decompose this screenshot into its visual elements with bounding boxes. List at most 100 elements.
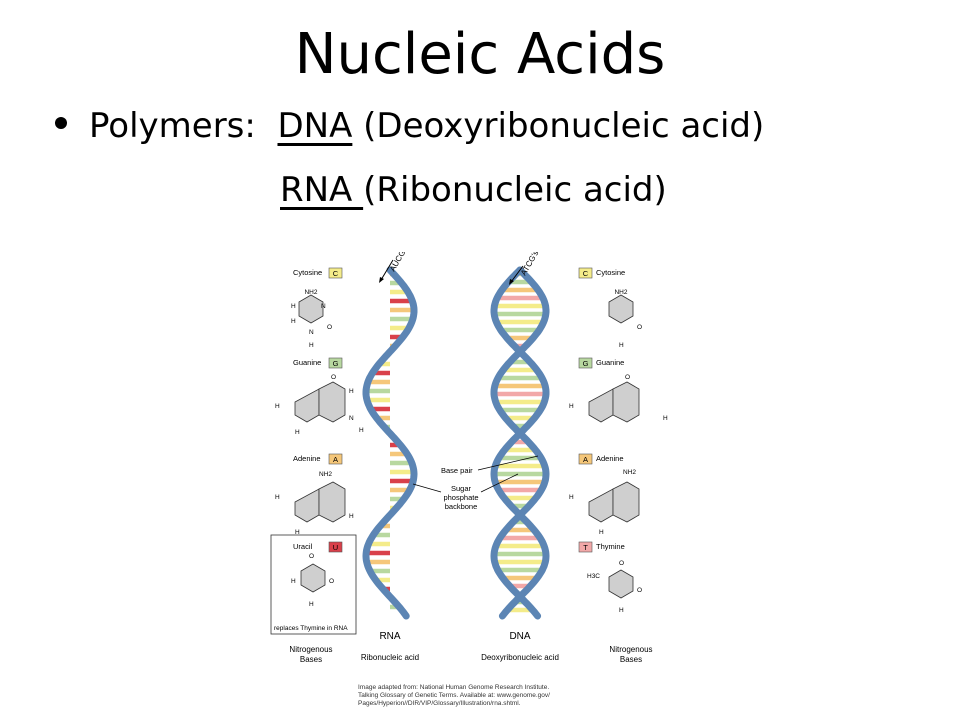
bullet-polymers: Polymers: DNA (Deoxyribonucleic acid)	[55, 106, 764, 146]
svg-text:Nitrogenous: Nitrogenous	[609, 645, 652, 654]
dna-full-label: Deoxyribonucleic acid	[481, 653, 559, 662]
uracil-box: Uracil U O H O H replaces Thymine in RNA	[270, 534, 357, 635]
right-adenine: A Adenine NH2 H H	[569, 453, 640, 536]
svg-text:Nitrogenous: Nitrogenous	[289, 645, 332, 654]
adenine-structure-left: NH2 H H H	[275, 471, 354, 536]
left-adenine-name: Adenine	[293, 454, 321, 463]
svg-text:H3C: H3C	[587, 573, 600, 580]
dna-helix-backbone	[490, 266, 550, 620]
svg-text:H: H	[295, 529, 300, 536]
svg-text:NH2: NH2	[319, 471, 332, 478]
svg-text:H: H	[359, 427, 364, 434]
svg-text:NH2: NH2	[623, 469, 636, 476]
left-adenine: Adenine A NH2 H H H	[275, 453, 354, 536]
svg-text:N: N	[349, 415, 354, 422]
svg-text:NH2: NH2	[304, 289, 317, 296]
left-uracil-letter: U	[333, 543, 338, 552]
uracil-note: replaces Thymine in RNA	[274, 625, 348, 632]
left-guanine-letter: G	[333, 359, 339, 368]
svg-text:O: O	[619, 560, 624, 567]
thymine-structure: O H3C O H	[587, 560, 642, 614]
svg-text:H: H	[309, 342, 314, 349]
svg-text:H: H	[599, 529, 604, 536]
guanine-structure-left: O H H H N H	[275, 374, 364, 436]
svg-text:O: O	[331, 374, 336, 381]
left-guanine: Guanine G O H H H N H	[275, 357, 364, 436]
cytosine-structure-left: NH2 H H N N O H	[291, 289, 332, 349]
right-cytosine: C Cytosine NH2 H O	[578, 267, 642, 349]
left-cytosine-letter: C	[333, 269, 339, 278]
svg-text:O: O	[625, 374, 630, 381]
dna-rna-diagram: AUCG's ATCG's Cytosine C NH2 H H N N O H…	[270, 252, 668, 664]
svg-text:H: H	[295, 429, 300, 436]
rna-base-pairs	[366, 271, 414, 610]
base-pair-label: Base pair	[441, 466, 473, 475]
left-cytosine-name: Cytosine	[293, 268, 322, 277]
dna-base-pairs	[494, 271, 546, 613]
left-adenine-letter: A	[333, 455, 338, 464]
svg-text:backbone: backbone	[445, 502, 478, 511]
base-pair-callout: Base pair	[441, 455, 539, 475]
rna-abbreviation: RNA	[280, 170, 364, 210]
svg-text:H: H	[569, 403, 574, 410]
svg-text:Bases: Bases	[620, 655, 642, 664]
svg-text:O: O	[637, 324, 642, 331]
dna-full-name: (Deoxyribonucleic acid)	[363, 106, 765, 146]
svg-text:N: N	[309, 329, 314, 336]
left-guanine-name: Guanine	[293, 358, 321, 367]
svg-text:O: O	[329, 578, 334, 585]
right-adenine-name: Adenine	[596, 454, 624, 463]
dna-abbreviation: DNA	[277, 106, 353, 146]
guanine-structure-right: O H H	[569, 374, 668, 423]
right-thymine-name: Thymine	[596, 542, 625, 551]
dna-arrow-label: ATCG's	[519, 252, 540, 277]
svg-text:O: O	[327, 324, 332, 331]
svg-text:O: O	[637, 587, 642, 594]
right-cytosine-name: Cytosine	[596, 268, 625, 277]
svg-text:H: H	[291, 303, 296, 310]
bullet-dot	[55, 117, 67, 129]
left-cytosine: Cytosine C NH2 H H N N O H	[291, 267, 343, 349]
svg-text:H: H	[569, 494, 574, 501]
svg-text:H: H	[663, 415, 668, 422]
svg-text:phosphate: phosphate	[443, 493, 478, 502]
svg-text:H: H	[619, 342, 624, 349]
image-credit: Image adapted from: National Human Genom…	[358, 684, 550, 707]
svg-text:H: H	[619, 607, 624, 614]
svg-text:H: H	[309, 601, 314, 608]
right-adenine-letter: A	[583, 455, 588, 464]
rna-full-name: (Ribonucleic acid)	[363, 170, 667, 210]
backbone-callout: Sugar phosphate backbone	[412, 473, 519, 511]
adenine-structure-right: NH2 H H	[569, 469, 640, 536]
right-guanine-name: Guanine	[596, 358, 624, 367]
right-thymine-letter: T	[583, 543, 588, 552]
svg-text:H: H	[275, 494, 280, 501]
right-guanine: G Guanine O H H	[569, 357, 668, 423]
bullet-rna-line: RNA (Ribonucleic acid)	[280, 170, 667, 210]
rna-helix-backbone	[362, 266, 418, 620]
right-guanine-letter: G	[583, 359, 589, 368]
right-nitrogenous-label: Nitrogenous Bases	[609, 645, 652, 664]
svg-text:O: O	[309, 553, 314, 560]
svg-text:Sugar: Sugar	[451, 484, 472, 493]
right-cytosine-letter: C	[583, 269, 589, 278]
svg-text:H: H	[291, 318, 296, 325]
rna-arrow-label: AUCG's	[388, 252, 410, 273]
cytosine-structure-right: NH2 H O	[608, 289, 642, 349]
svg-text:H: H	[275, 403, 280, 410]
svg-text:H: H	[349, 513, 354, 520]
svg-text:NH2: NH2	[614, 289, 627, 296]
left-uracil-name: Uracil	[293, 542, 313, 551]
svg-text:N: N	[321, 303, 326, 310]
right-thymine: T Thymine O H3C O H	[578, 541, 642, 614]
slide-title: Nucleic Acids	[294, 22, 666, 87]
rna-label: RNA	[379, 631, 400, 642]
svg-text:H: H	[349, 388, 354, 395]
svg-text:H: H	[291, 578, 296, 585]
rna-full-label: Ribonucleic acid	[361, 653, 419, 662]
left-nitrogenous-label: Nitrogenous Bases	[289, 645, 332, 664]
dna-label: DNA	[509, 631, 530, 642]
polymers-label: Polymers:	[89, 106, 256, 146]
svg-text:Bases: Bases	[300, 655, 322, 664]
uracil-structure: O H O H	[291, 553, 334, 608]
